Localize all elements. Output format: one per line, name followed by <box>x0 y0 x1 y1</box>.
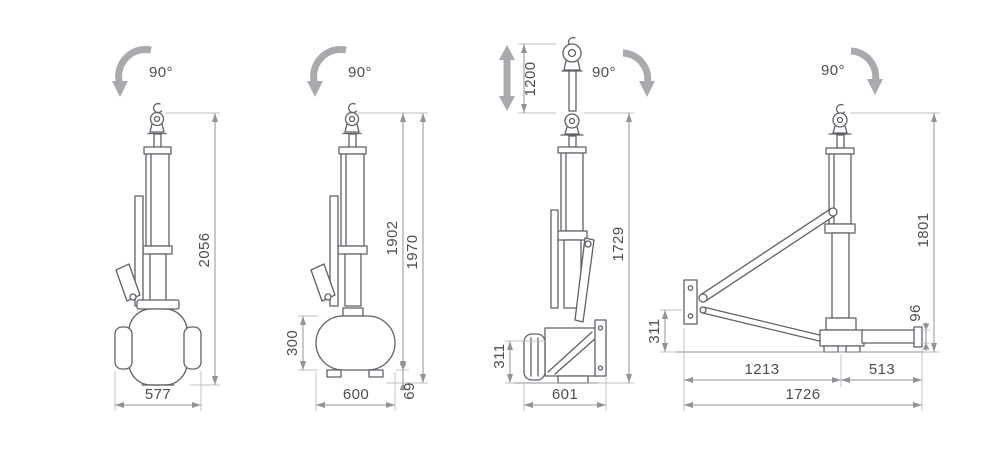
view-front: 90° <box>112 45 220 411</box>
dimension-side-total-height: 1970 <box>386 113 428 384</box>
end-effector-plate <box>683 279 698 325</box>
mast-column <box>134 133 173 307</box>
base-tank <box>315 307 396 378</box>
rotation-label: 90° <box>348 64 372 81</box>
rotation-arrow-icon <box>622 49 655 97</box>
dim-extended-beam-height-label: 96 <box>907 304 924 322</box>
dimension-folded-height: 1729 <box>584 112 634 384</box>
dim-front-width-label: 577 <box>145 386 171 403</box>
dim-side-base-height-label: 300 <box>284 330 301 356</box>
dimension-side-width: 600 <box>315 372 396 411</box>
vertical-travel-arrow-icon <box>499 45 515 111</box>
dim-extended-base-height-label: 311 <box>646 318 663 343</box>
base-body <box>819 317 865 353</box>
dimension-front-width: 577 <box>114 371 202 411</box>
dimension-side-ground-clearance: 69 <box>399 362 418 400</box>
dimension-side-base-height: 300 <box>284 315 318 371</box>
dim-side-total-height-label: 1970 <box>404 235 421 270</box>
hook-icon <box>147 102 167 135</box>
control-lever <box>115 263 141 302</box>
side-beam <box>861 326 923 348</box>
rotation-label: 90° <box>149 64 173 81</box>
hook-icon <box>560 113 584 148</box>
dim-extended-reach-extension-label: 513 <box>869 361 895 378</box>
dimension-extended-reach-main: 1213 <box>683 328 842 411</box>
machine-folded-drawing <box>514 113 614 384</box>
dimension-folded-width: 601 <box>523 378 607 411</box>
base-body <box>114 299 202 386</box>
dim-folded-width-label: 601 <box>552 386 578 403</box>
machine-side-drawing <box>310 102 396 378</box>
dim-extended-height-label: 1801 <box>915 213 932 248</box>
hook-icon <box>342 102 362 135</box>
dim-front-height-label: 2056 <box>196 233 213 268</box>
machine-front-drawing <box>114 102 202 386</box>
dim-extended-reach-total-label: 1726 <box>786 386 821 403</box>
folded-arm <box>574 237 595 323</box>
dimension-extended-reach-extension: 513 <box>841 349 923 411</box>
mast-column <box>824 147 856 319</box>
dimension-extended-beam-height: 96 <box>907 304 930 351</box>
view-side: 90° <box>284 45 428 411</box>
raised-hook-icon <box>561 36 583 112</box>
dimension-extended-height: 1801 <box>850 112 940 353</box>
dimension-extended-reach-total: 1726 <box>684 386 922 408</box>
dim-side-ground-clearance-label: 69 <box>401 382 418 400</box>
mast-column <box>550 146 588 309</box>
control-lever <box>310 263 336 302</box>
rotation-label: 90° <box>821 62 845 79</box>
dim-extended-reach-main-label: 1213 <box>745 361 780 378</box>
dimension-extended-base-height: 311 <box>646 309 682 353</box>
rotation-arrow-icon <box>850 47 883 95</box>
dimension-front-height: 2056 <box>166 112 220 386</box>
rotation-label: 90° <box>592 64 616 81</box>
mast-column <box>329 133 368 307</box>
dimension-folded-base-height: 311 <box>491 340 545 384</box>
rotation-arrow-icon <box>307 45 347 97</box>
machine-extended-drawing <box>676 103 936 353</box>
dim-folded-base-height-label: 311 <box>491 343 508 368</box>
dim-side-width-label: 600 <box>343 386 369 403</box>
dimension-side-mast-height: 1902 <box>358 112 428 371</box>
extended-boom <box>698 207 840 346</box>
view-extended: 90° <box>646 47 940 411</box>
hook-icon <box>828 103 852 149</box>
rotation-arrow-icon <box>112 45 152 97</box>
dim-side-mast-height-label: 1902 <box>384 221 401 256</box>
dim-folded-hook-travel-label: 1200 <box>522 62 539 97</box>
base-body <box>514 319 614 384</box>
view-folded: 1200 90° <box>491 36 655 411</box>
dimension-folded-hook-travel: 1200 <box>518 43 556 114</box>
dim-folded-height-label: 1729 <box>610 227 627 262</box>
